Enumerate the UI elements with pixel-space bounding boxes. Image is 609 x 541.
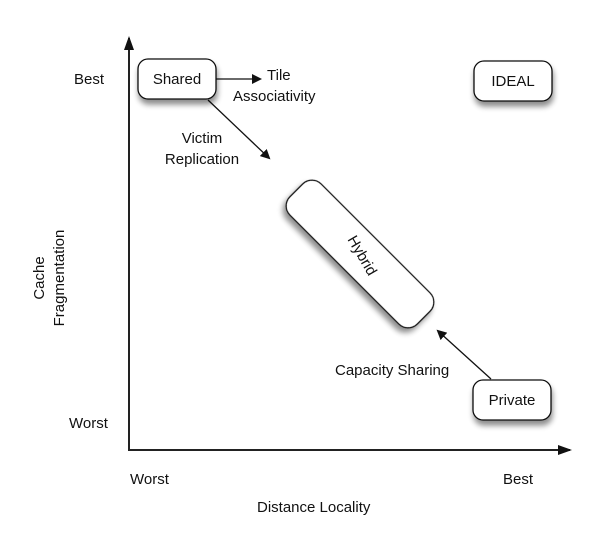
y-best-label: Best <box>74 71 105 88</box>
x-worst-label: Worst <box>130 471 170 488</box>
x-best-label: Best <box>503 471 534 488</box>
x-axis-title: Distance Locality <box>257 499 371 516</box>
victim-label-line2: Replication <box>165 151 239 168</box>
capacity-sharing-label: Capacity Sharing <box>335 362 449 379</box>
victim-label-line1: Victim <box>182 130 223 147</box>
tile-label-line2: Associativity <box>233 88 316 105</box>
y-axis-title-line1: Cache <box>31 256 48 299</box>
y-worst-label: Worst <box>69 415 109 432</box>
node-shared-label: Shared <box>153 71 201 88</box>
victim-replication-arrow <box>207 99 271 160</box>
y-axis-title: Cache Fragmentation <box>31 230 68 327</box>
node-ideal-label: IDEAL <box>491 73 534 90</box>
node-private <box>472 379 552 421</box>
node-shared <box>137 58 217 100</box>
node-ideal <box>473 60 553 102</box>
node-hybrid <box>285 179 435 329</box>
node-private-label: Private <box>489 392 536 409</box>
tile-label-line1: Tile <box>267 67 291 84</box>
capacity-sharing-arrow <box>436 329 492 380</box>
y-axis-title-line2: Fragmentation <box>51 230 68 327</box>
